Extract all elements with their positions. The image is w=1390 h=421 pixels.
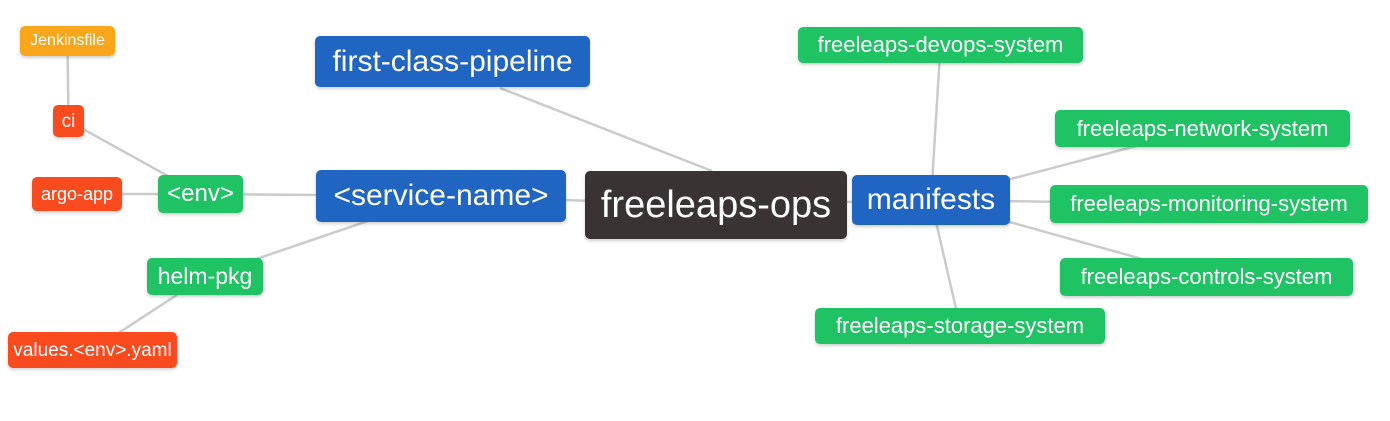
node-ci[interactable]: ci	[53, 105, 84, 137]
node-label: values.<env>.yaml	[13, 339, 172, 361]
node-jenkinsfile[interactable]: Jenkinsfile	[20, 26, 115, 56]
node-label: Jenkinsfile	[30, 32, 105, 49]
node-freeleaps-storage-system[interactable]: freeleaps-storage-system	[815, 308, 1105, 344]
node-label: manifests	[866, 183, 996, 216]
node-service-name[interactable]: <service-name>	[316, 170, 566, 222]
node-env[interactable]: <env>	[158, 175, 243, 213]
node-argo-app[interactable]: argo-app	[32, 177, 122, 211]
node-label: <service-name>	[333, 179, 549, 212]
node-freeleaps-monitoring-system[interactable]: freeleaps-monitoring-system	[1050, 185, 1368, 223]
node-freeleaps-devops-system[interactable]: freeleaps-devops-system	[798, 27, 1083, 63]
node-label: freeleaps-ops	[600, 184, 832, 226]
node-freeleaps-controls-system[interactable]: freeleaps-controls-system	[1060, 258, 1353, 296]
node-helm-pkg[interactable]: helm-pkg	[147, 258, 263, 295]
node-values-env-yaml[interactable]: values.<env>.yaml	[8, 332, 177, 368]
node-label: ci	[61, 110, 76, 132]
node-label: freeleaps-monitoring-system	[1070, 191, 1348, 216]
node-label: freeleaps-devops-system	[817, 32, 1064, 57]
node-label: freeleaps-controls-system	[1080, 264, 1333, 289]
node-label: first-class-pipeline	[332, 44, 573, 78]
node-freeleaps-network-system[interactable]: freeleaps-network-system	[1055, 110, 1350, 147]
node-label: freeleaps-network-system	[1076, 115, 1329, 141]
node-label: <env>	[167, 180, 234, 207]
edge-manifests-freeleaps-devops-system	[929, 44, 942, 201]
node-label: freeleaps-storage-system	[835, 313, 1085, 338]
node-label: helm-pkg	[157, 263, 253, 289]
node-freeleaps-ops[interactable]: freeleaps-ops	[585, 171, 847, 239]
edge-first-class-pipeline-freeleaps-ops	[499, 86, 713, 173]
node-first-class-pipeline[interactable]: first-class-pipeline	[315, 36, 590, 87]
node-manifests[interactable]: manifests	[852, 175, 1010, 225]
node-label: argo-app	[40, 184, 114, 204]
